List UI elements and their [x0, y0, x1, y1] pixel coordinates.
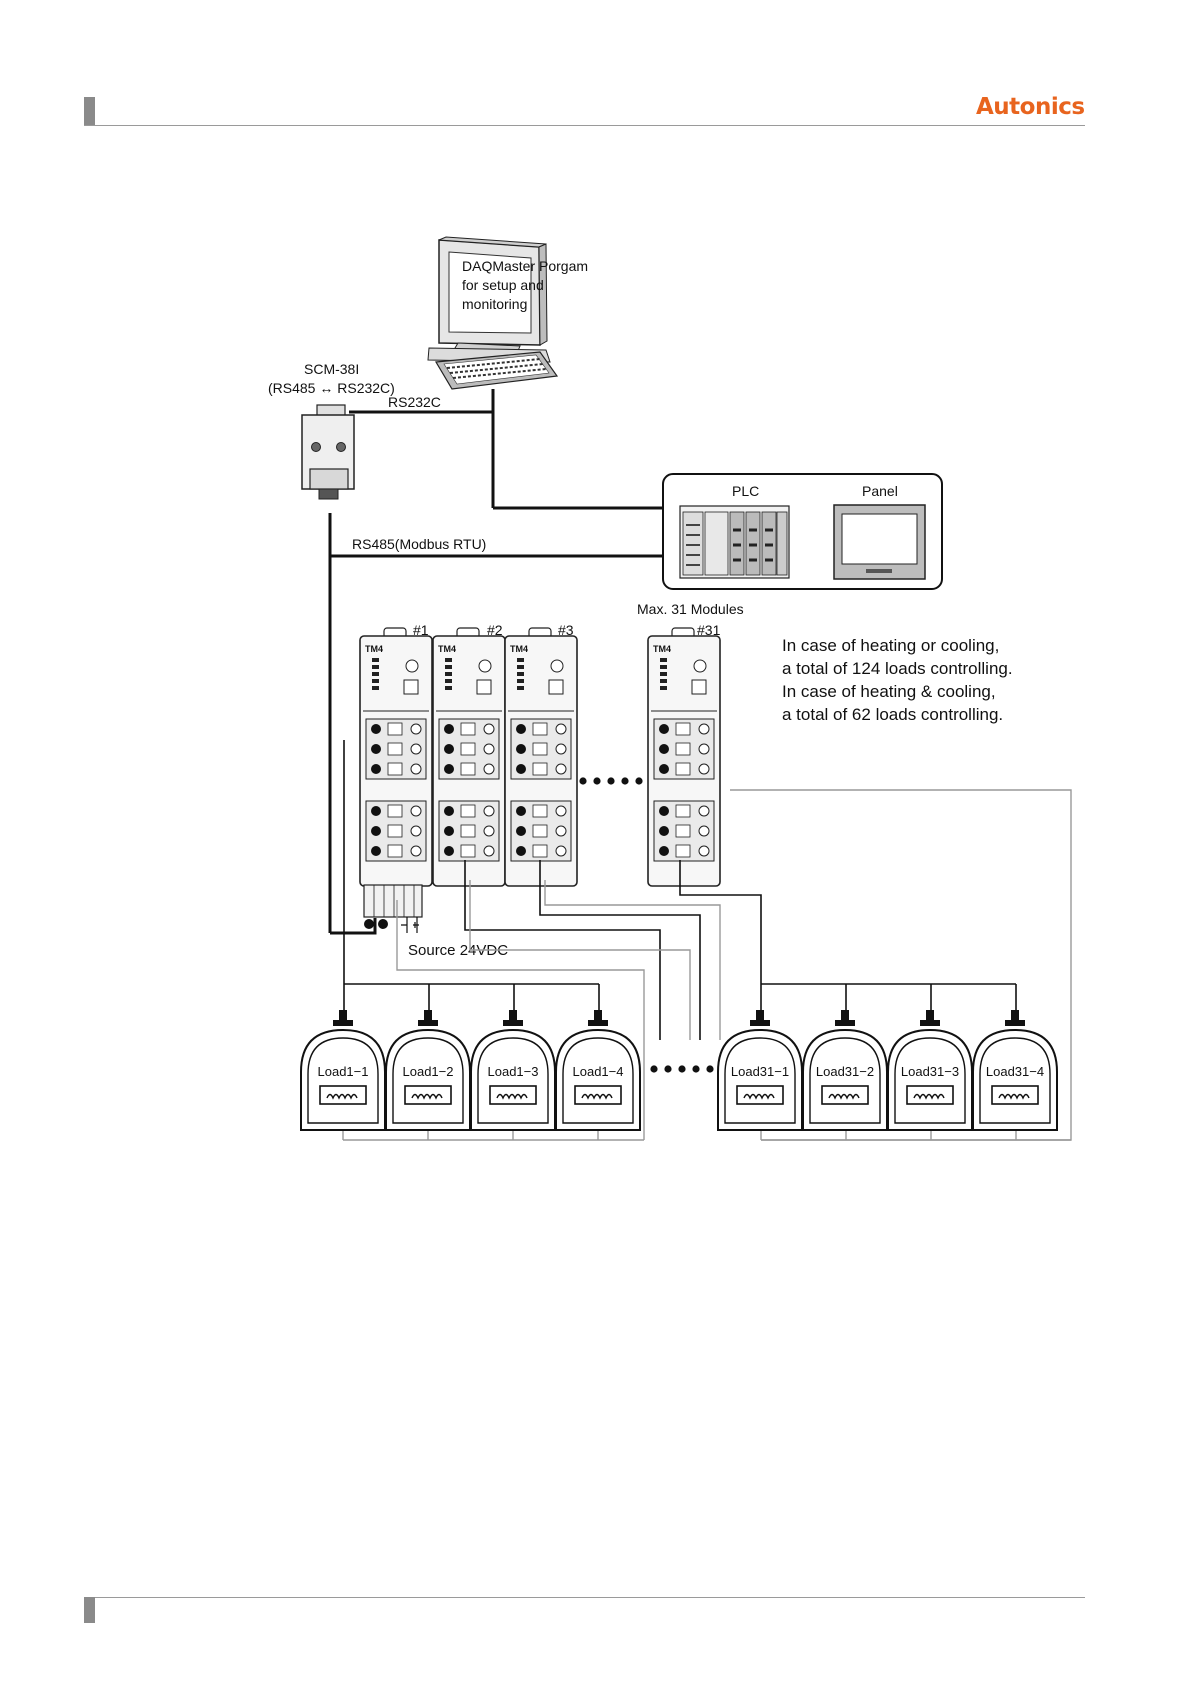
load-6: Load31−2 — [802, 1010, 888, 1131]
note-line-4: a total of 62 loads controlling. — [782, 705, 1003, 724]
rs232-label: RS232C — [388, 394, 441, 410]
footer-rule — [84, 1597, 1085, 1598]
footer-accent-bar — [84, 1597, 95, 1623]
plc-label: PLC — [732, 483, 759, 499]
load-label: Load1−4 — [573, 1064, 624, 1079]
panel-label: Panel — [862, 483, 898, 499]
load-label: Load1−3 — [488, 1064, 539, 1079]
module-tag: #31 — [697, 622, 721, 638]
module-tag: #2 — [487, 622, 503, 638]
load-3: Load1−3 — [470, 1010, 556, 1131]
note-line-3: In case of heating & cooling, — [782, 682, 996, 701]
pc-workstation: DAQMaster Porgam for setup and monitorin… — [427, 236, 588, 390]
load-label: Load31−2 — [816, 1064, 874, 1079]
brand-logo: Autonics — [976, 94, 1085, 120]
load-4: Load1−4 — [555, 1010, 641, 1131]
touch-panel-device — [833, 504, 926, 580]
converter-scm38i: SCM-38I (RS485 ↔ RS232C) — [268, 361, 395, 500]
converter-function: (RS485 ↔ RS232C) — [268, 380, 395, 396]
load-label: Load31−1 — [731, 1064, 789, 1079]
load-8: Load31−4 — [972, 1010, 1058, 1131]
load-continuation-dots — [650, 1065, 714, 1073]
load-wiring — [342, 740, 1072, 1141]
pc-caption-line-3: monitoring — [462, 296, 527, 312]
pc-caption-line-1: DAQMaster Porgam — [462, 258, 588, 274]
load-capacity-notes: In case of heating or cooling, a total o… — [782, 636, 1013, 724]
module-model: TM4 — [438, 644, 456, 654]
power-source-label: Source 24VDC — [408, 942, 508, 959]
load-7: Load31−3 — [887, 1010, 973, 1131]
load-group: Load1−1 Load1−2 Load1−3 Load1−4 Load31−1 Load… — [300, 1010, 1058, 1131]
load-label: Load1−2 — [403, 1064, 454, 1079]
rs485-label: RS485(Modbus RTU) — [352, 536, 486, 552]
load-1: Load1−1 — [300, 1010, 386, 1131]
load-label: Load1−1 — [318, 1064, 369, 1079]
converter-name: SCM-38I — [304, 361, 359, 377]
module-model: TM4 — [510, 644, 528, 654]
comm-lines — [328, 389, 663, 935]
hmi-box: PLC Panel — [662, 473, 943, 590]
pc-caption-line-2: for setup and — [462, 277, 544, 293]
max-modules-note: Max. 31 Modules — [637, 601, 744, 617]
plc-device — [679, 505, 790, 579]
note-line-2: a total of 124 loads controlling. — [782, 659, 1013, 678]
load-5: Load31−1 — [717, 1010, 803, 1131]
power-terminal-block — [363, 884, 423, 933]
load-label: Load31−3 — [901, 1064, 959, 1079]
module-continuation-dots — [579, 777, 643, 785]
load-label: Load31−4 — [986, 1064, 1044, 1079]
module-tag: #1 — [413, 622, 429, 638]
header-accent-bar — [84, 97, 95, 126]
header-rule — [84, 125, 1085, 126]
module-model: TM4 — [365, 644, 383, 654]
module-model: TM4 — [653, 644, 671, 654]
load-2: Load1−2 — [385, 1010, 471, 1131]
note-line-1: In case of heating or cooling, — [782, 636, 999, 655]
module-tag: #3 — [558, 622, 574, 638]
